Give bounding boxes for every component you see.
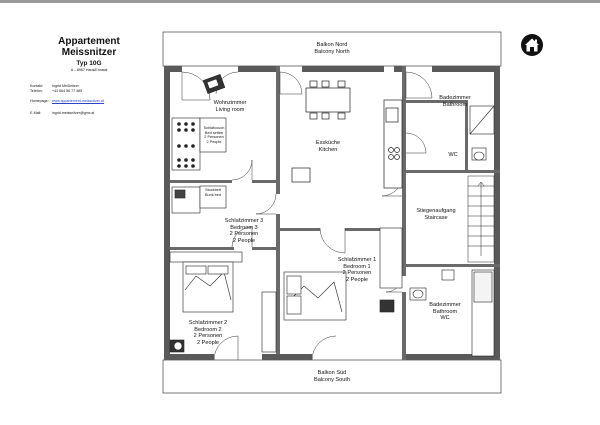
balcony-north-en: Balcony North [314, 48, 350, 55]
bath-top-en: Bathroom [442, 101, 468, 108]
balcony-south-outline [162, 359, 502, 394]
kitchen-en: Kitchen [318, 146, 338, 153]
bed2-persons: 2 Personen [193, 333, 223, 340]
bath-bottom-en: Bathroom [432, 308, 458, 315]
bath-bottom-de: Badezimmer [429, 302, 461, 308]
living-en: Living room [215, 106, 245, 113]
homepage-label: Homepage: [30, 99, 49, 103]
bed2-people: 2 People [196, 339, 220, 346]
contact-row: Kontakt: Ingrid Meißnitzer [30, 84, 79, 88]
bed3-en: Bedroom 3 [230, 224, 258, 231]
phone-row: Telefon: +43 664 56 77 485 [30, 89, 82, 93]
stairs-en: Staircase [424, 214, 448, 221]
bed1-persons: 2 Personen [342, 270, 372, 277]
bunk-note-2: Bunk bed [204, 192, 222, 197]
bed2-de: Schlafzimmer 2 [188, 320, 228, 326]
apartment-type: Typ 10G [76, 60, 102, 67]
bed3-de: Schlafzimmer 3 [224, 218, 264, 224]
phone-value: +43 664 56 77 485 [52, 89, 83, 93]
apartment-address: A – 8967 Haus/Ennstal [70, 68, 108, 72]
contact-label: Kontakt: [30, 84, 44, 88]
bed3-people: 2 People [232, 237, 256, 244]
sofa-note-4: 2 People [206, 139, 222, 144]
contact-value: Ingrid Meißnitzer [52, 84, 79, 88]
email-value: ingrid.meissnitzer@gmx.at [52, 111, 95, 115]
bed3-persons: 2 Personen [229, 231, 259, 238]
bath-bottom-wc: WC [440, 315, 450, 322]
home-icon[interactable] [520, 33, 544, 57]
sofa-note-1: Schlafcouch [203, 126, 225, 130]
email-label: E-Mail: [30, 111, 42, 115]
homepage-link[interactable]: www.appartement-meissnitzer.at [52, 99, 104, 103]
living-de: Wohnzimmer [213, 100, 247, 106]
sofa-note-3: 2 Personen [204, 135, 224, 140]
bed1-de: Schlafzimmer 1 [337, 257, 377, 263]
wc-top-label: WC [448, 152, 458, 158]
balcony-north-de: Balkon Nord [316, 42, 348, 48]
top-border-line [0, 0, 600, 3]
bath-top-de: Badezimmer [439, 95, 471, 101]
bed1-people: 2 People [345, 276, 369, 283]
homepage-row: Homepage:www.appartement-meissnitzer.at [30, 99, 104, 103]
bunk-note-1: Stockbett [205, 188, 221, 192]
balcony-south-en: Balcony South [313, 376, 351, 383]
bed1-en: Bedroom 1 [343, 263, 371, 270]
bed2-en: Bedroom 2 [194, 326, 222, 333]
stairs-de: Stiegenaufgang [416, 208, 456, 214]
phone-label: Telefon: [30, 89, 43, 93]
sofa-note-2: Bed settee [204, 130, 224, 135]
email-row: E-Mail: ingrid.meissnitzer@gmx.at [30, 111, 94, 115]
kitchen-de: Essküche [315, 140, 341, 146]
apartment-title: Appartement Meissnitzer [58, 36, 120, 58]
info-block: Appartement Meissnitzer Typ 10G A – 8967… [28, 36, 150, 72]
balcony-south-de: Balkon Süd [317, 370, 347, 376]
